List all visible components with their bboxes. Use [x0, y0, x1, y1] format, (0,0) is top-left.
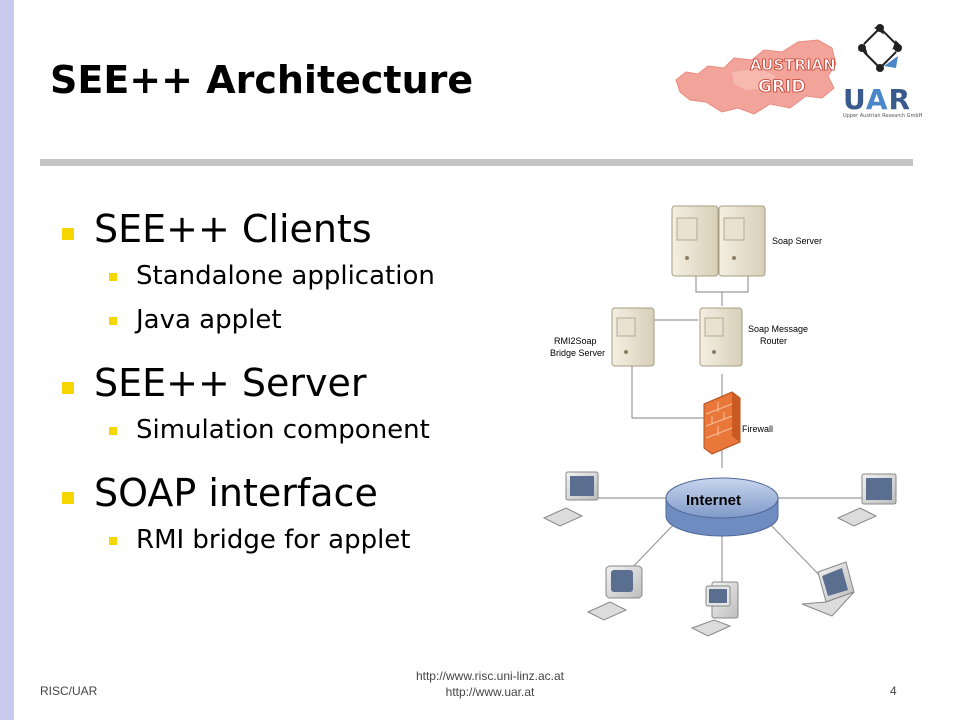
footer-urls: http://www.risc.uni-linz.ac.at http://ww…: [380, 668, 600, 700]
slide-title: SEE++ Architecture: [50, 58, 474, 102]
firewall-label: Firewall: [742, 424, 773, 434]
sub-bullet-marker: [109, 537, 117, 545]
sub-bullet-text: Simulation component: [136, 415, 430, 445]
internet-label: Internet: [686, 492, 741, 509]
firewall-icon: [703, 391, 741, 455]
sub-bullet-marker: [109, 317, 117, 325]
sub-bullet-marker: [109, 427, 117, 435]
workstation-icon: [690, 581, 739, 637]
router-server-icon: [699, 307, 743, 367]
uar-subtitle: Upper Austrian Research GmbH: [843, 113, 923, 119]
soap-server-label: Soap Server: [772, 236, 822, 246]
austrian-text: AUSTRIAN: [750, 56, 836, 74]
austrian-grid-logo: AUSTRIAN GRID: [675, 39, 837, 115]
footer-url-risc: http://www.risc.uni-linz.ac.at: [415, 669, 565, 683]
footer-left-text: RISC/UAR: [40, 684, 98, 698]
bullet-text: SEE++ Server: [94, 361, 367, 405]
desktop-computer-icon: [542, 471, 599, 527]
bullet-marker: [62, 228, 74, 240]
network-diagram: Soap Server RMI2Soap Bridge Server Soap …: [542, 205, 897, 637]
desktop-computer-icon: [836, 473, 897, 527]
sub-bullet-text: RMI bridge for applet: [136, 525, 411, 555]
sub-bullet-marker: [109, 273, 117, 281]
left-accent-bar: [0, 0, 14, 720]
bridge-label-line1: RMI2Soap: [554, 336, 597, 346]
title-divider: [40, 159, 913, 166]
footer-url-uar: http://www.uar.at: [445, 685, 535, 699]
router-label-line2: Router: [760, 336, 787, 346]
bullet-marker: [62, 382, 74, 394]
crt-monitor-icon: [586, 565, 643, 621]
bridge-label-line2: Bridge Server: [550, 348, 605, 358]
internet-cloud-icon: [665, 477, 779, 537]
sub-bullet-text: Java applet: [136, 305, 282, 335]
bullet-marker: [62, 492, 74, 504]
bridge-server-icon: [611, 307, 655, 367]
laptop-icon: [801, 561, 855, 617]
grid-text: GRID: [758, 77, 805, 97]
soap-server-icon: [671, 205, 766, 277]
uar-logo-text: UAR: [843, 83, 912, 116]
uar-logo-symbol: [858, 24, 902, 72]
bullet-text: SEE++ Clients: [94, 207, 372, 251]
router-label-line1: Soap Message: [748, 324, 808, 334]
sub-bullet-text: Standalone application: [136, 261, 435, 291]
bullet-text: SOAP interface: [94, 471, 378, 515]
page-number: 4: [890, 684, 897, 698]
